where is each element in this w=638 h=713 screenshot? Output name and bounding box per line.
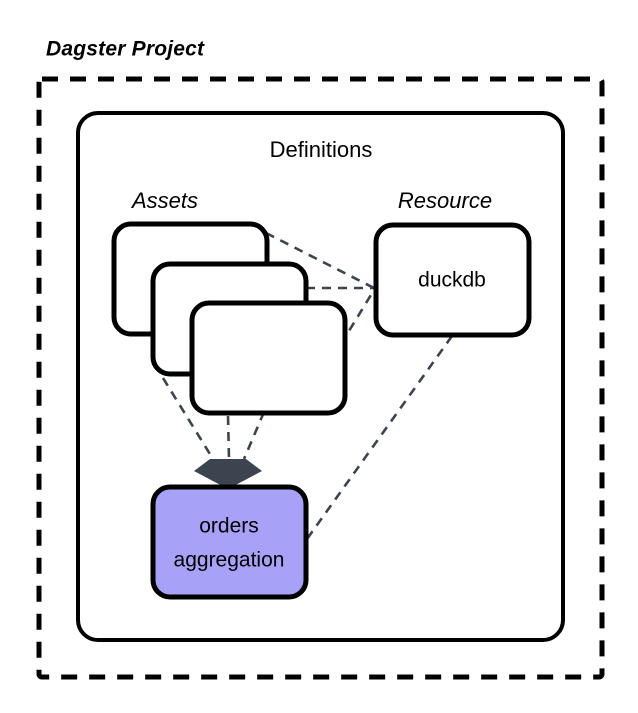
asset-card-3[interactable] [189, 300, 348, 416]
edge-asset2-to-orders [226, 415, 231, 460]
project-boundary [36, 76, 605, 680]
orders-aggregation-label-line1: orders [199, 515, 259, 538]
edge-asset3-to-duckdb [339, 289, 376, 345]
assets-group-label: Assets [130, 188, 198, 213]
page-title: Dagster Project [46, 38, 205, 61]
duckdb-resource-node[interactable] [373, 222, 532, 338]
edge-asset1-to-duckdb [265, 231, 375, 290]
duckdb-label: duckdb [418, 269, 486, 292]
diamond-arrowhead-icon [194, 459, 262, 489]
definitions-title: Definitions [270, 137, 373, 162]
resource-group-label: Resource [398, 188, 492, 213]
edge-asset3-to-orders [242, 411, 266, 460]
orders-aggregation-node[interactable] [150, 484, 309, 600]
orders-aggregation-label-line2: aggregation [174, 549, 285, 572]
